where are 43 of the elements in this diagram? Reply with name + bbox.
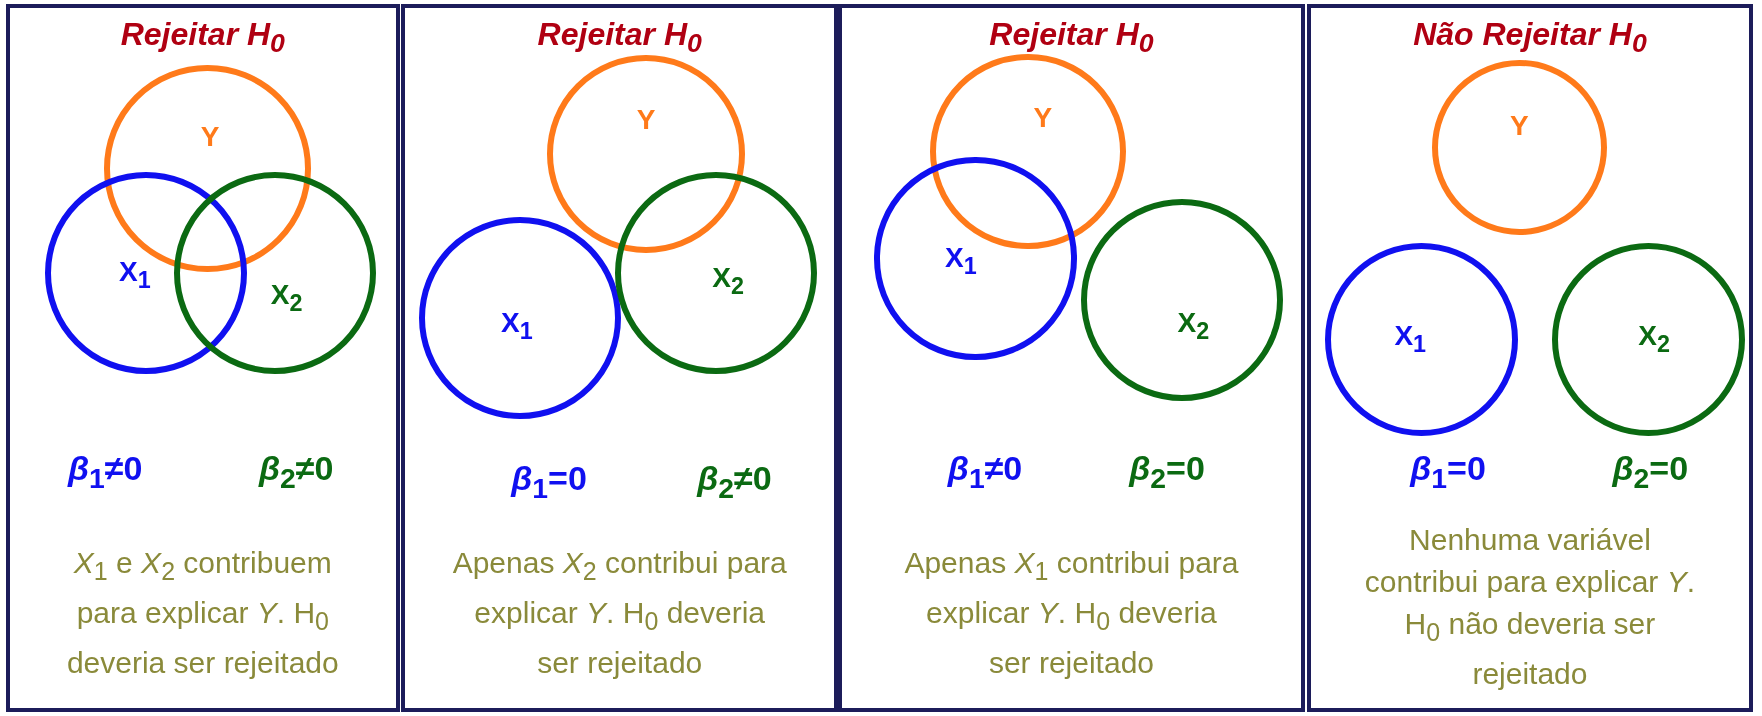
venn-circle (1324, 242, 1519, 436)
venn-circle (174, 171, 377, 375)
panel-frame (1306, 4, 1753, 712)
circle-label: X$_{1}$ (501, 307, 533, 345)
panel-frame (5, 4, 401, 712)
coefficient-label: β$_{2}$=0 (1612, 449, 1689, 495)
description-text: Nenhuma variável contribui para explicar Y. H$_{0}$ não deveria ser rejeitado (1363, 522, 1696, 693)
coefficient-label: β$_{2}$≠0 (258, 449, 334, 495)
venn-circle (1551, 242, 1746, 436)
heading: Rejeitar H$_{0}$ (119, 16, 286, 60)
venn-circle (419, 216, 622, 420)
venn-circle (547, 55, 745, 253)
circle-label: X$_{2}$ (270, 279, 303, 317)
circle-label: X$_{2}$ (712, 262, 744, 300)
description-text: X$_{1}$ e X$_{2}$ contribuem para explicar Y. H$_{0}$ deveria ser rejeitado (65, 544, 340, 681)
coefficient-label: β$_{1}$≠0 (67, 449, 143, 495)
venn-circle (930, 53, 1126, 250)
description-text: Apenas X$_{1}$ contribui para explicar Y. H$_{0}$ deveria ser rejeitado (903, 544, 1240, 681)
heading: Rejeitar H$_{0}$ (988, 16, 1155, 60)
circle-label: Y (636, 104, 656, 137)
coefficient-label: β$_{1}$=0 (1410, 449, 1486, 495)
venn-circle (1431, 59, 1607, 235)
circle-label: X$_{2}$ (1638, 320, 1670, 359)
circle-label: Y (1509, 109, 1529, 142)
circle-label: X$_{1}$ (119, 256, 151, 295)
heading: Não Rejeitar H$_{0}$ (1412, 16, 1648, 60)
venn-circle (44, 171, 248, 375)
description-text: Apenas X$_{2}$ contribui para explicar Y. H$_{0}$ deveria ser rejeitado (451, 544, 788, 681)
panel-frame (401, 4, 839, 712)
circle-label: Y (1033, 102, 1053, 134)
panel-frame (838, 4, 1305, 712)
venn-circle (1081, 198, 1284, 402)
circle-label: X$_{1}$ (944, 241, 977, 280)
circle-label: X$_{1}$ (1394, 320, 1427, 359)
circle-label: X$_{2}$ (1177, 307, 1210, 345)
heading: Rejeitar H$_{0}$ (536, 16, 703, 60)
coefficient-label: β$_{2}$=0 (1129, 449, 1205, 495)
coefficient-label: β$_{1}$=0 (511, 459, 587, 506)
venn-circle (874, 157, 1077, 360)
venn-circle (614, 171, 817, 375)
coefficient-label: β$_{2}$≠0 (697, 459, 772, 506)
coefficient-label: β$_{1}$≠0 (947, 449, 1023, 495)
circle-label: Y (200, 121, 220, 154)
